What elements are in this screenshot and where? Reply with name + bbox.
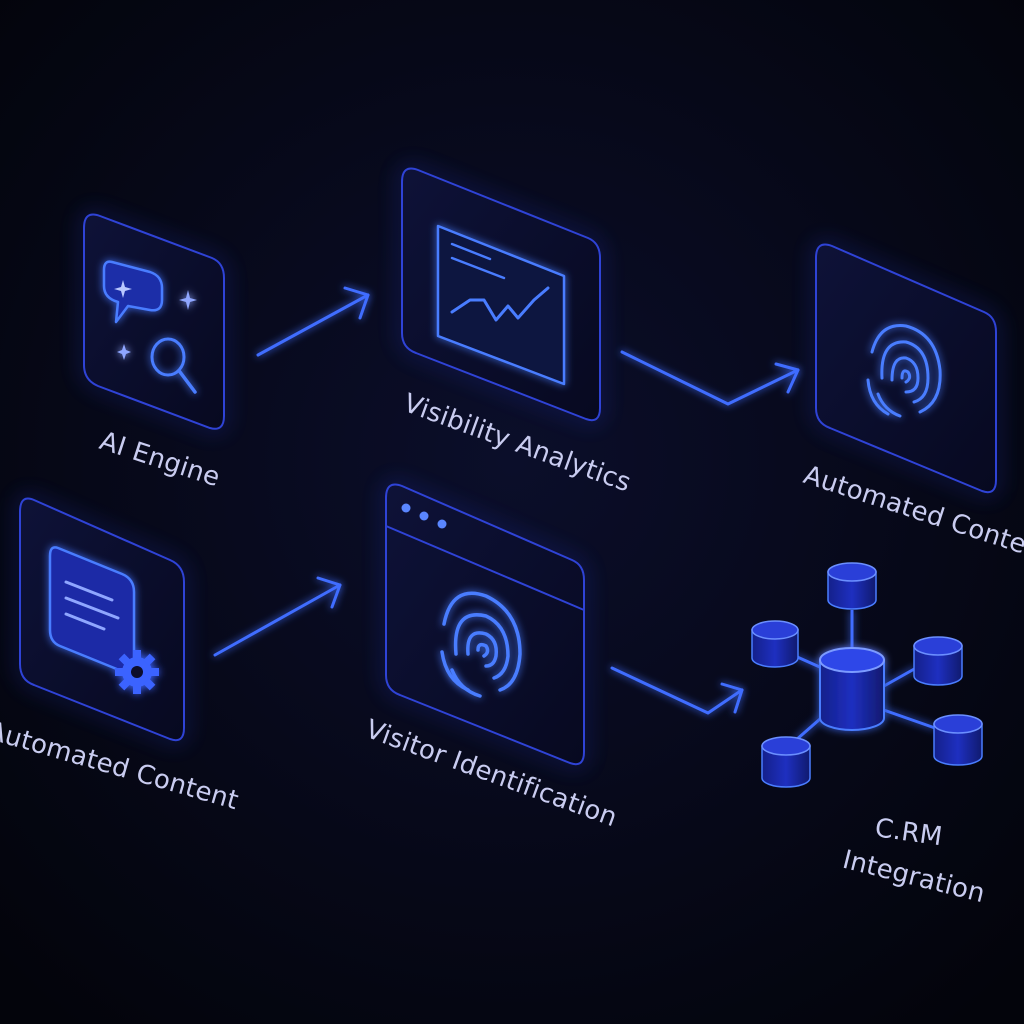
arrow-visitor-to-crm	[610, 666, 744, 715]
arrow-ai-to-visibility	[256, 286, 370, 357]
browser-titlebar-divider	[385, 525, 585, 611]
card	[815, 243, 997, 494]
node-crm-integration	[751, 562, 983, 788]
browser-dot	[437, 519, 447, 529]
node-ai-engine	[81, 211, 227, 432]
chat-sparkle-search-icon	[102, 260, 197, 394]
database-cylinder-bottom-right	[933, 714, 983, 766]
fingerprint-icon	[866, 324, 942, 418]
database-cylinder-right	[913, 636, 963, 686]
line-chart-icon	[436, 224, 566, 386]
node-visitor-identification	[383, 481, 587, 768]
browser-window	[385, 483, 585, 766]
database-cylinder-bottom-left	[761, 736, 811, 788]
node-automated-content-fingerprint	[813, 241, 999, 496]
arrow-visibility-to-automated	[620, 350, 800, 406]
database-cylinder-left	[751, 620, 799, 668]
database-cylinder-hub	[819, 647, 885, 731]
document-gear-icon	[48, 546, 159, 694]
node-automated-content-document	[17, 495, 187, 744]
browser-fingerprint-icon	[440, 591, 522, 698]
browser-dot	[419, 511, 429, 521]
database-cylinder-top	[827, 562, 877, 610]
arrow-content-to-visitor	[213, 576, 342, 657]
browser-dot	[401, 503, 411, 513]
node-visibility-analytics	[399, 165, 603, 424]
database-network-icon	[751, 562, 983, 788]
